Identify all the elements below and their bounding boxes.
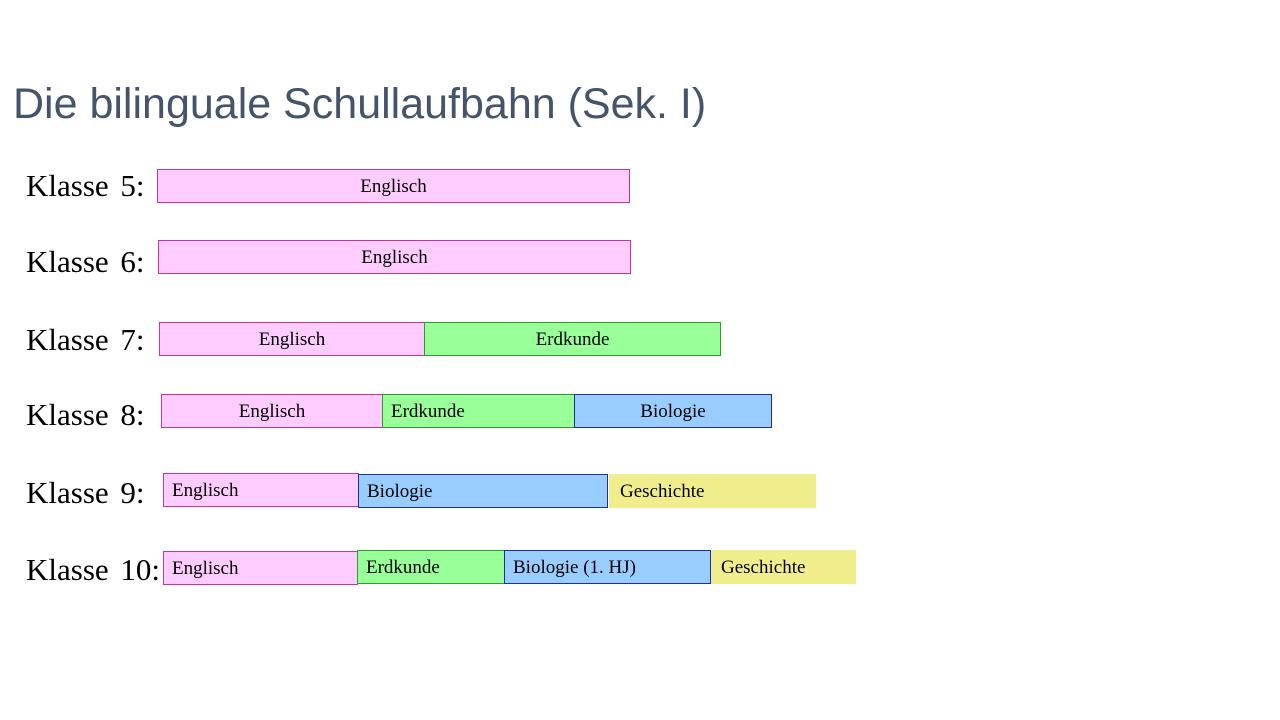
subject-erdkunde: Erdkunde	[357, 550, 505, 584]
subject-geschichte: Geschichte	[711, 550, 856, 584]
row-label-klasse-9: Klasse 9:	[26, 475, 145, 510]
subject-biologie: Biologie	[358, 474, 608, 508]
subject-biologie-1hj: Biologie (1. HJ)	[504, 550, 711, 584]
subject-englisch: Englisch	[157, 169, 630, 203]
slide-title: Die bilinguale Schullaufbahn (Sek. I)	[13, 80, 707, 128]
row-label-klasse-5: Klasse 5:	[26, 168, 145, 203]
subject-geschichte: Geschichte	[609, 474, 816, 508]
row-label-klasse-8: Klasse 8:	[26, 397, 145, 432]
subject-englisch: Englisch	[163, 473, 359, 507]
row-label-klasse-10: Klasse 10:	[26, 552, 161, 587]
subject-biologie: Biologie	[574, 394, 772, 428]
row-label-klasse-7: Klasse 7:	[26, 322, 145, 357]
subject-englisch: Englisch	[158, 240, 631, 274]
subject-erdkunde: Erdkunde	[382, 394, 575, 428]
subject-englisch: Englisch	[161, 394, 383, 428]
subject-englisch: Englisch	[159, 322, 425, 356]
subject-erdkunde: Erdkunde	[424, 322, 721, 356]
row-label-klasse-6: Klasse 6:	[26, 244, 145, 279]
subject-englisch: Englisch	[163, 551, 358, 585]
